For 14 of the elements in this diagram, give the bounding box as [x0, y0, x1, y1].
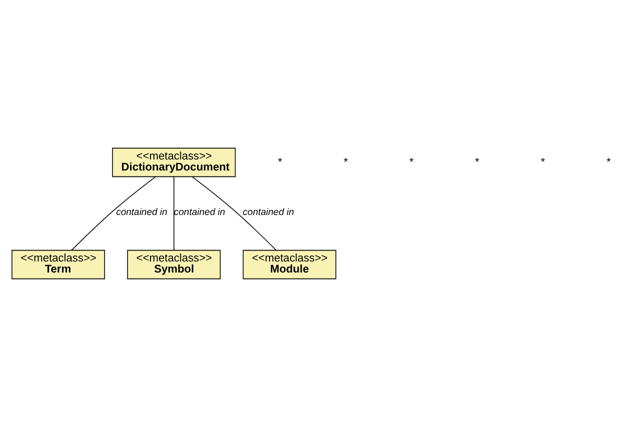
label: * [475, 156, 480, 168]
edge-label: contained in [116, 206, 168, 218]
connector [71, 176, 156, 250]
label: * [278, 156, 282, 168]
label: * [409, 156, 414, 168]
node-box: <<metaclass>> Term [12, 249, 105, 279]
label: * [540, 156, 546, 168]
node-box: <<metaclass>> Symbol [127, 249, 221, 279]
label: * [606, 156, 611, 168]
edge-label: contained in [242, 206, 294, 218]
node-box: <<metaclass>> Module [242, 249, 336, 279]
connector [192, 176, 276, 250]
node-box: <<metaclass>> DictionaryDocument [112, 147, 236, 177]
label: * [344, 156, 348, 168]
